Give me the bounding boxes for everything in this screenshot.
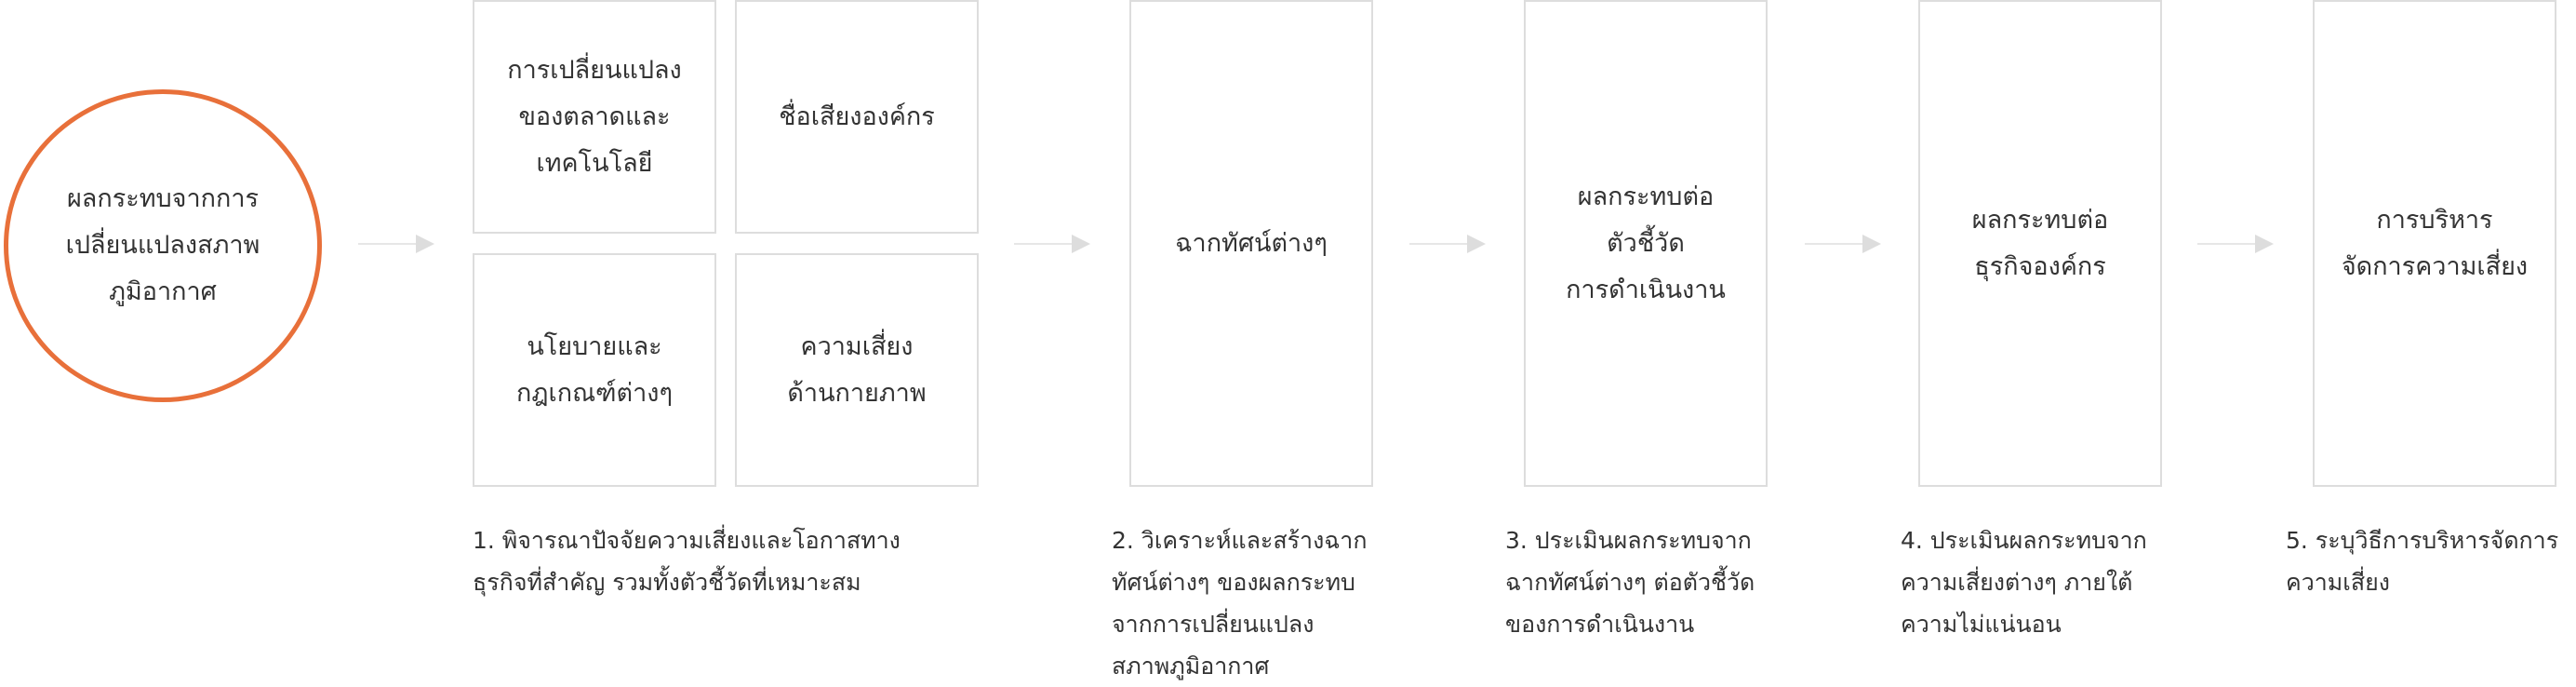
caption-step-2: 2. วิเคราะห์และสร้างฉาก ทัศน์ต่างๆ ของผล… bbox=[1112, 527, 1368, 680]
step-box-scenarios: ฉากทัศน์ต่างๆ bbox=[1129, 0, 1373, 487]
factor-box-physical-risk: ความเสี่ยง ด้านกายภาพ bbox=[735, 253, 979, 487]
arrow-icon bbox=[1014, 235, 1090, 253]
factor-box-market-tech: การเปลี่ยนแปลง ของตลาดและ เทคโนโลยี bbox=[473, 0, 716, 234]
arrow-icon bbox=[1805, 235, 1881, 253]
caption-step-4: 4. ประเมินผลกระทบจาก ความเสี่ยงต่างๆ ภาย… bbox=[1901, 527, 2147, 638]
factor-box-policy: นโยบายและ กฎเกณฑ์ต่างๆ bbox=[473, 253, 716, 487]
factor-box-reputation: ชื่อเสียงองค์กร bbox=[735, 0, 979, 234]
arrow-icon bbox=[358, 235, 434, 253]
circle-label: ผลกระทบจากการ เปลี่ยนแปลงสภาพ ภูมิอากาศ bbox=[65, 184, 260, 306]
step-box-risk-management: การบริหาร จัดการความเสี่ยง bbox=[2313, 0, 2556, 487]
caption-step-1: 1. พิจารณาปัจจัยความเสี่ยงและโอกาสทาง ธุ… bbox=[473, 527, 901, 596]
arrow-icon bbox=[2197, 235, 2274, 253]
step-box-kpi-impact: ผลกระทบต่อ ตัวชี้วัด การดำเนินงาน bbox=[1524, 0, 1768, 487]
step-box-business-impact: ผลกระทบต่อ ธุรกิจองค์กร bbox=[1918, 0, 2162, 487]
arrow-icon bbox=[1409, 235, 1486, 253]
caption-step-3: 3. ประเมินผลกระทบจาก ฉากทัศน์ต่างๆ ต่อตั… bbox=[1505, 527, 1755, 638]
climate-impact-circle: ผลกระทบจากการ เปลี่ยนแปลงสภาพ ภูมิอากาศ bbox=[4, 89, 322, 402]
caption-step-5: 5. ระบุวิธีการบริหารจัดการ ความเสี่ยง bbox=[2286, 527, 2559, 596]
